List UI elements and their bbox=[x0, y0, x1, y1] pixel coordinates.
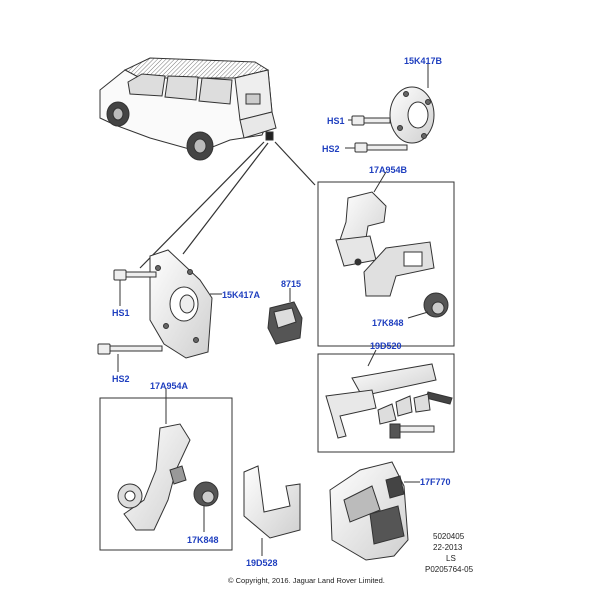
label-17a954b[interactable]: 17A954B bbox=[369, 165, 408, 175]
box-17a954b bbox=[317, 181, 455, 347]
wiring-kit-part bbox=[325, 363, 453, 439]
label-hs1-top[interactable]: HS1 bbox=[327, 116, 345, 126]
meta-line-2: 22-2013 bbox=[433, 543, 463, 552]
bolt-hs2-top bbox=[354, 142, 408, 153]
tow-hitch-a-part bbox=[117, 423, 191, 531]
tow-hitch-b-part bbox=[335, 191, 435, 297]
label-17k848-a[interactable]: 17K848 bbox=[187, 535, 219, 545]
hitch-assembly-part bbox=[329, 461, 409, 561]
meta-line-3: LS bbox=[446, 554, 456, 563]
mounting-plate-a-part bbox=[149, 249, 213, 359]
bolt-hs2-left bbox=[97, 343, 163, 355]
leader-lines bbox=[139, 141, 316, 269]
label-hs2-top[interactable]: HS2 bbox=[322, 144, 340, 154]
label-17f770[interactable]: 17F770 bbox=[420, 477, 451, 487]
spacer-ring-part bbox=[389, 86, 435, 144]
bracket-part bbox=[243, 465, 301, 539]
socket-part bbox=[267, 301, 303, 345]
box-19d520 bbox=[317, 353, 455, 453]
label-19d520[interactable]: 19D520 bbox=[370, 341, 402, 351]
meta-line-1: 5020405 bbox=[433, 532, 465, 541]
vehicle-illustration bbox=[99, 57, 277, 161]
label-15k417a[interactable]: 15K417A bbox=[222, 290, 261, 300]
label-19d528[interactable]: 19D528 bbox=[246, 558, 278, 568]
copyright: © Copyright, 2016. Jaguar Land Rover Lim… bbox=[228, 576, 385, 585]
knob-a-part bbox=[193, 481, 219, 507]
meta-line-4: P0205764-05 bbox=[425, 565, 474, 574]
bolt-hs1-left bbox=[113, 269, 157, 281]
label-hs1-left[interactable]: HS1 bbox=[112, 308, 130, 318]
knob-b-part bbox=[423, 292, 449, 318]
bolt-hs1-top bbox=[351, 115, 391, 126]
label-hs2-left[interactable]: HS2 bbox=[112, 374, 130, 384]
label-17a954a[interactable]: 17A954A bbox=[150, 381, 189, 391]
label-15k417b[interactable]: 15K417B bbox=[404, 56, 443, 66]
label-8715[interactable]: 8715 bbox=[281, 279, 302, 289]
label-17k848-b[interactable]: 17K848 bbox=[372, 318, 404, 328]
